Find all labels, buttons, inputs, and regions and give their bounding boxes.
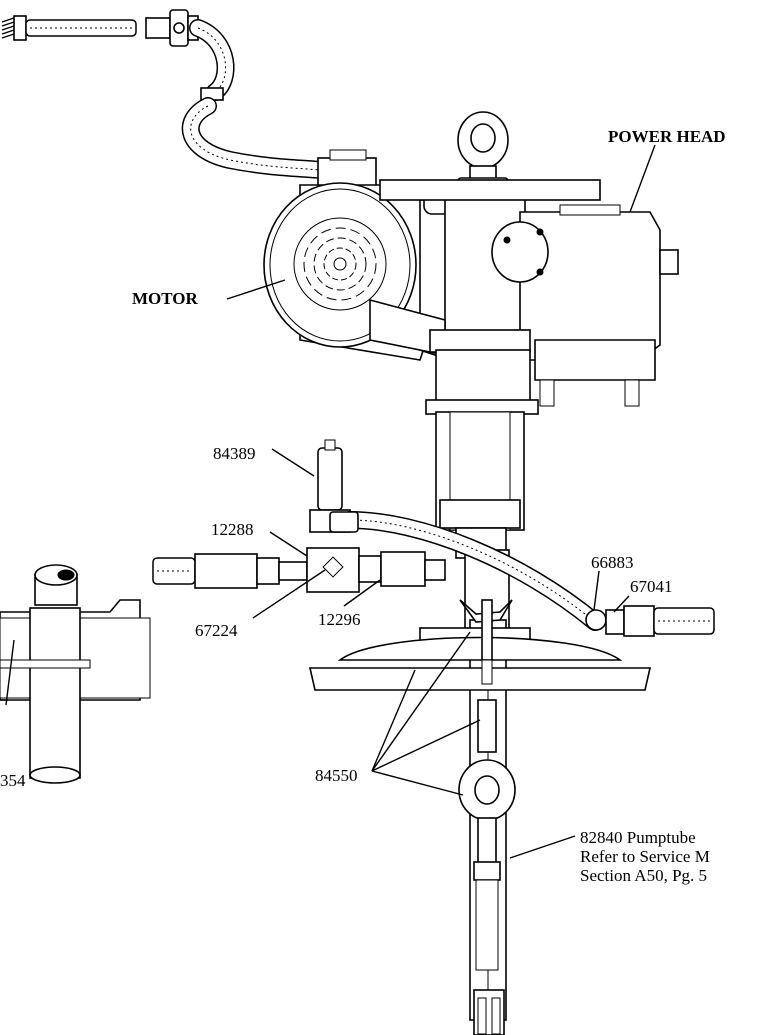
clamp-assembly [458,599,516,971]
label-pumptube-section: Section A50, Pg. 5 [580,866,707,885]
label-12296: 12296 [318,610,361,629]
power-cord [1,9,329,179]
air-inlet-assembly [152,439,607,631]
label-power-head: POWER HEAD [608,127,726,146]
outlet-assembly [605,605,715,637]
label-12288: 12288 [211,520,254,539]
label-67041: 67041 [630,577,673,596]
partial-side-view [0,564,151,784]
label-66883: 66883 [591,553,634,572]
label-84389: 84389 [213,444,256,463]
label-pumptube: 82840 Pumptube [580,828,696,847]
label-pumptube-ref: Refer to Service M [580,847,710,866]
label-partial-left: 354 [0,771,26,790]
drum-cover [308,627,652,691]
label-67224: 67224 [195,621,238,640]
leader-lines [5,144,656,859]
label-84550: 84550 [315,766,358,785]
label-motor: MOTOR [132,289,199,308]
